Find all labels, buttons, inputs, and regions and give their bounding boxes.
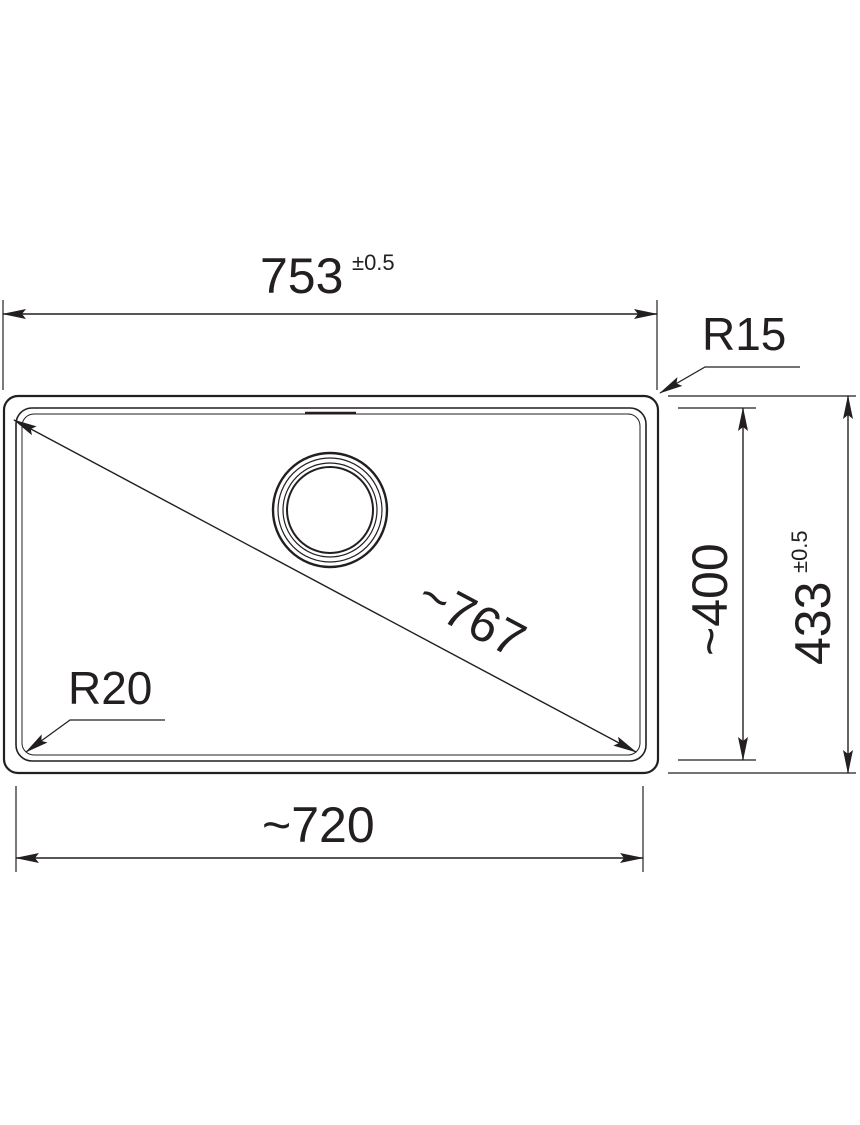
bowl-width-label: ~720 bbox=[262, 797, 375, 853]
outer-radius-leader bbox=[659, 366, 800, 394]
overall-depth-label-group: 433 ±0.5 bbox=[785, 530, 841, 665]
outer-radius-label: R15 bbox=[702, 308, 786, 360]
overall-depth-tolerance: ±0.5 bbox=[787, 530, 812, 573]
drain-icon bbox=[271, 451, 389, 569]
overall-width-tolerance: ±0.5 bbox=[352, 250, 395, 275]
diagonal-dimension-line bbox=[13, 419, 637, 753]
overall-depth-label: 433 bbox=[785, 582, 841, 665]
overall-width-label: 753 bbox=[260, 248, 343, 304]
sink-outer-outline bbox=[2, 394, 660, 775]
bowl-depth-label: ~400 bbox=[682, 543, 738, 656]
inner-radius-leader bbox=[25, 719, 165, 753]
inner-radius-label: R20 bbox=[68, 662, 152, 714]
bowl-diagonal-label: ~767 bbox=[409, 566, 535, 668]
